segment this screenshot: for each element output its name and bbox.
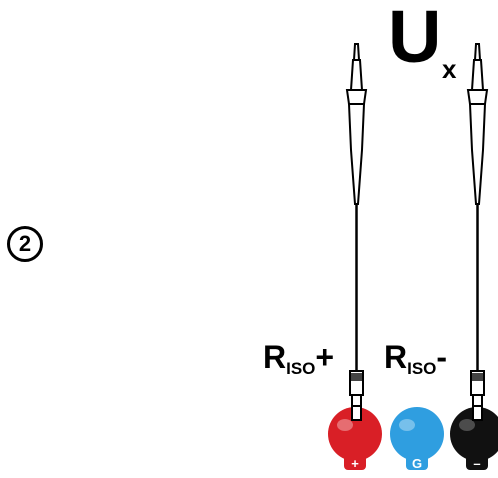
step-number: 2 [18,231,32,256]
terminal-minus: – [450,407,498,471]
lead-minus-main: R [384,339,408,375]
probe-left [345,43,368,418]
terminal-plus-label: + [351,456,359,471]
terminal-plus: + [328,407,382,471]
lead-label-riso-plus: RISO+ [263,341,334,377]
terminal-minus-label: – [473,456,480,471]
step-number-badge: 2 [7,226,43,262]
voltage-symbol: U [388,0,442,78]
voltage-subscript: x [442,54,457,84]
lead-label-riso-minus: RISO- [384,341,447,377]
lead-plus-main: R [263,339,287,375]
probe-right [466,43,489,418]
terminal-guard-label: G [412,456,422,471]
terminal-guard: G [390,407,444,471]
lead-minus-sign: - [436,339,448,375]
lead-plus-sub: ISO [286,359,316,378]
lead-minus-sub: ISO [407,359,437,378]
lead-plus-sign: + [315,339,335,375]
